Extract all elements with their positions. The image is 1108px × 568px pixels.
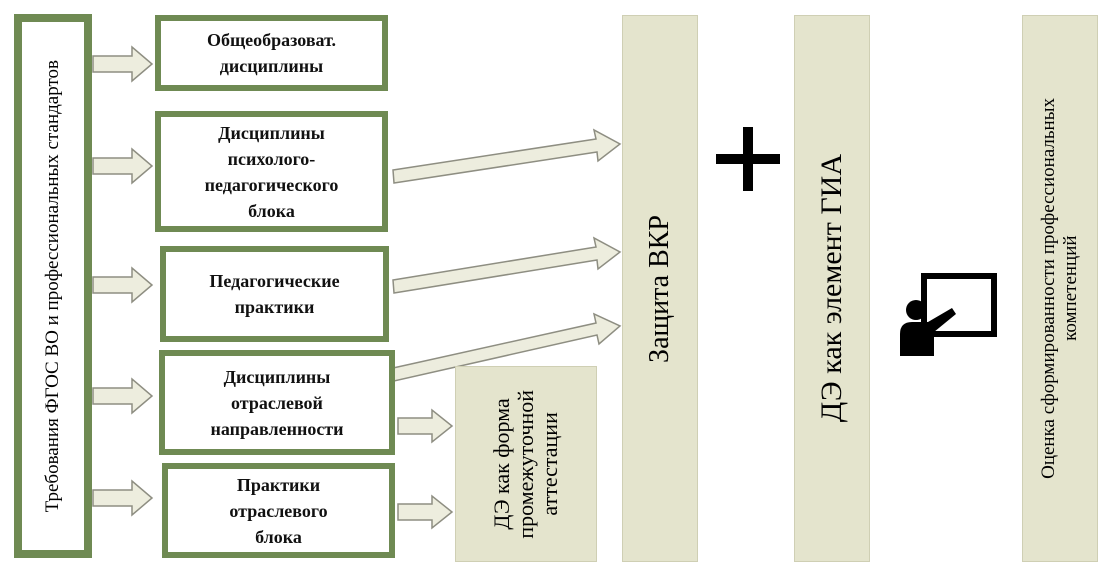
assessment-line-1: Оценка сформированности профессиональных	[1038, 98, 1059, 479]
category-pedagogical: Педагогические практики	[160, 246, 389, 342]
assessment-panel: Оценка сформированности профессиональных…	[1022, 15, 1098, 562]
category-industry-line-1: Дисциплины	[223, 366, 331, 387]
intermediate-line-1: ДЭ как форма	[489, 398, 514, 530]
category-general-line-2: дисциплины	[219, 56, 324, 76]
category-psychology-line-3: педагогического	[204, 174, 339, 195]
category-general: Общеобразоват. дисциплины	[155, 15, 388, 91]
category-psychology: Дисциплины психолого- педагогического бл…	[155, 111, 388, 232]
gia-panel: ДЭ как элемент ГИА	[794, 15, 870, 562]
category-pedagogical-line-1: Педагогические	[209, 271, 340, 291]
intermediate-line-3: аттестации	[537, 412, 562, 516]
category-industry-practice-line-3: блока	[255, 526, 302, 547]
arrow-req-to-industry-practice	[92, 479, 154, 517]
arrow-psychology-to-thesis	[392, 128, 622, 184]
arrow-req-to-psychology	[92, 147, 154, 185]
plus-icon	[716, 127, 780, 191]
category-industry: Дисциплины отраслевой направленности	[159, 350, 395, 455]
arrow-industry-practice-to-intermediate	[397, 494, 454, 530]
arrow-pedagogical-to-thesis	[392, 236, 622, 294]
category-general-line-1: Общеобразоват.	[206, 30, 337, 50]
category-pedagogical-line-2: практики	[234, 297, 315, 317]
requirements-box: Требования ФГОС ВО и профессиональных ст…	[14, 14, 92, 558]
category-psychology-line-1: Дисциплины	[218, 122, 325, 143]
arrow-industry-to-thesis	[392, 312, 622, 382]
teacher-board-icon	[900, 273, 997, 356]
thesis-defense-panel: Защита ВКР	[622, 15, 698, 562]
category-industry-line-2: отраслевой	[231, 392, 323, 413]
arrow-req-to-general	[92, 45, 154, 83]
assessment-label: Оценка сформированности профессиональных…	[1038, 98, 1082, 479]
intermediate-line-2: промежуточной	[513, 389, 538, 539]
intermediate-attestation-label: ДЭ как форма промежуточной аттестации	[489, 389, 562, 539]
requirements-label: Требования ФГОС ВО и профессиональных ст…	[42, 59, 63, 513]
category-industry-practice: Практики отраслевого блока	[162, 463, 395, 558]
arrow-req-to-industry	[92, 377, 154, 415]
category-industry-line-3: направленности	[210, 418, 344, 439]
category-psychology-line-4: блока	[248, 200, 295, 221]
intermediate-attestation-panel: ДЭ как форма промежуточной аттестации	[455, 366, 597, 562]
arrow-req-to-pedagogical	[92, 266, 154, 304]
category-psychology-line-2: психолого-	[227, 148, 316, 169]
assessment-line-2: компетенций	[1060, 235, 1081, 342]
gia-label: ДЭ как элемент ГИА	[815, 154, 848, 423]
category-industry-practice-line-1: Практики	[236, 474, 321, 495]
thesis-defense-label: Защита ВКР	[644, 214, 675, 363]
category-industry-practice-line-2: отраслевого	[229, 500, 328, 521]
arrow-industry-to-intermediate	[397, 408, 454, 444]
